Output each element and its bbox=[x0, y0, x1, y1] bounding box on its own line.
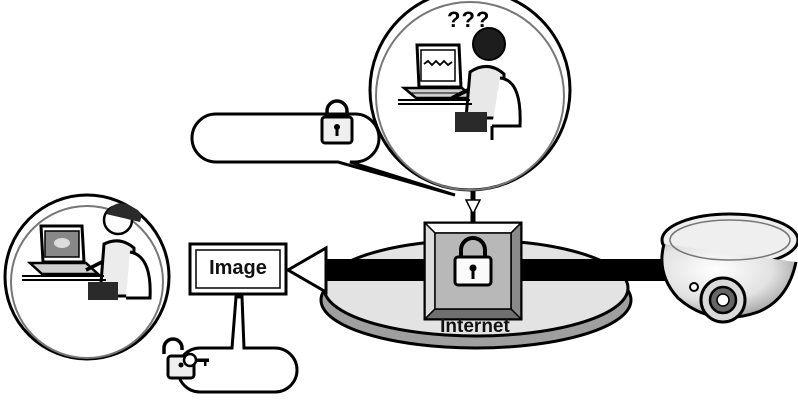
dome-camera-icon bbox=[660, 212, 798, 324]
chair-icon bbox=[126, 250, 152, 300]
desk-lines-top bbox=[398, 99, 472, 105]
image-display-box bbox=[188, 242, 288, 296]
desk-lines-left bbox=[22, 275, 106, 281]
padlock-locked-icon bbox=[320, 99, 354, 145]
confused-marks: ??? bbox=[447, 7, 490, 32]
speech-bubble-bottom bbox=[176, 295, 299, 394]
padlock-unlocked-icon bbox=[162, 337, 196, 380]
internet-label: Internet bbox=[440, 316, 510, 337]
image-label: Image bbox=[209, 257, 267, 279]
chair-icon bbox=[490, 76, 522, 140]
laptop-icon bbox=[26, 224, 102, 276]
padlock-locked-icon bbox=[453, 236, 493, 287]
key-icon bbox=[182, 352, 209, 368]
